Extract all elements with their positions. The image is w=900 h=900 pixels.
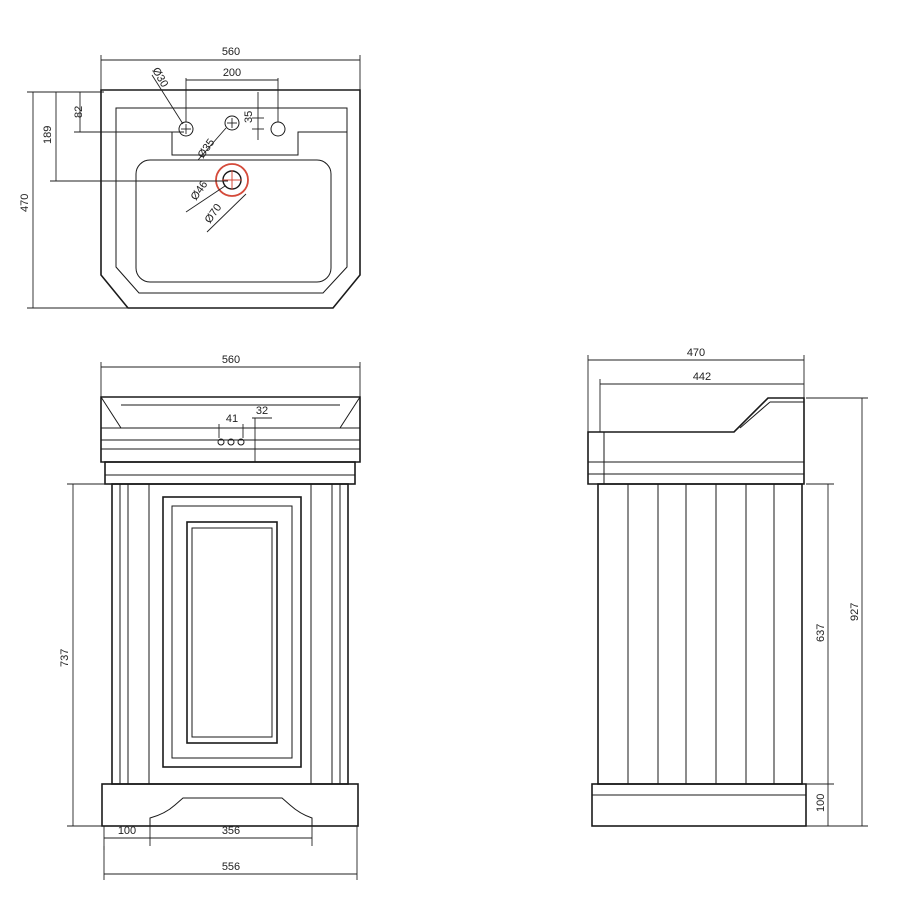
plinth-cutout-label: 356 [222,825,240,837]
plan-depth-label: 470 [19,194,31,212]
front-tap-hole-3 [237,438,245,446]
hole-dia-small-label: Ø35 [196,137,218,161]
front-tap-hole-2 [227,438,235,446]
plinth-side-label: 100 [118,825,136,837]
side-carcass [597,483,803,785]
tap-spacing-label: 200 [223,67,241,79]
waste-outer-dia-label: Ø70 [203,202,225,226]
waste-outer [215,163,249,197]
basin-side-profile [587,397,805,485]
plan-view: 560 200 Ø30 35 Ø35 Ø46 Ø70 82 189 470 [19,46,361,309]
side-overall-height-label: 927 [849,603,861,621]
basin-inner-rim [115,107,348,294]
waste-inner-dia-label: Ø46 [189,179,211,203]
side-view: 470 442 637 100 [587,347,868,827]
plinth-cutout [149,797,313,826]
cabinet-height-label: 737 [59,649,71,667]
tap-hole-right [270,121,286,137]
plinth [101,783,359,827]
door-panel [186,521,278,744]
side-panel-height-label: 637 [815,624,827,642]
hole-spacing-label: 41 [226,413,238,425]
tap-hole-dia-label: Ø30 [149,66,170,90]
front-tap-hole-1 [217,438,225,446]
side-cabinet-depth-label: 442 [693,371,711,383]
depth-to-waste-label: 189 [42,126,54,144]
basin-front [100,396,361,463]
cabinet-body [104,461,356,485]
side-panel-grooves [627,484,775,784]
cabinet-width-label: 556 [222,861,240,873]
cabinet-door [162,496,302,768]
side-plinth-height-label: 100 [815,794,827,812]
front-view: 560 41 32 [59,354,361,880]
hole-edge-label: 32 [256,405,268,417]
cabinet-carcass [111,483,349,785]
basin-bowl [135,159,332,283]
depth-to-taps-label: 82 [73,106,85,118]
plan-width-label: 560 [222,46,240,58]
side-overall-depth-label: 470 [687,347,705,359]
front-basin-width-label: 560 [222,354,240,366]
side-plinth [591,783,807,827]
hole-offset-label: 35 [243,111,255,123]
tap-deck [116,131,347,156]
tap-hole-center [224,115,240,131]
